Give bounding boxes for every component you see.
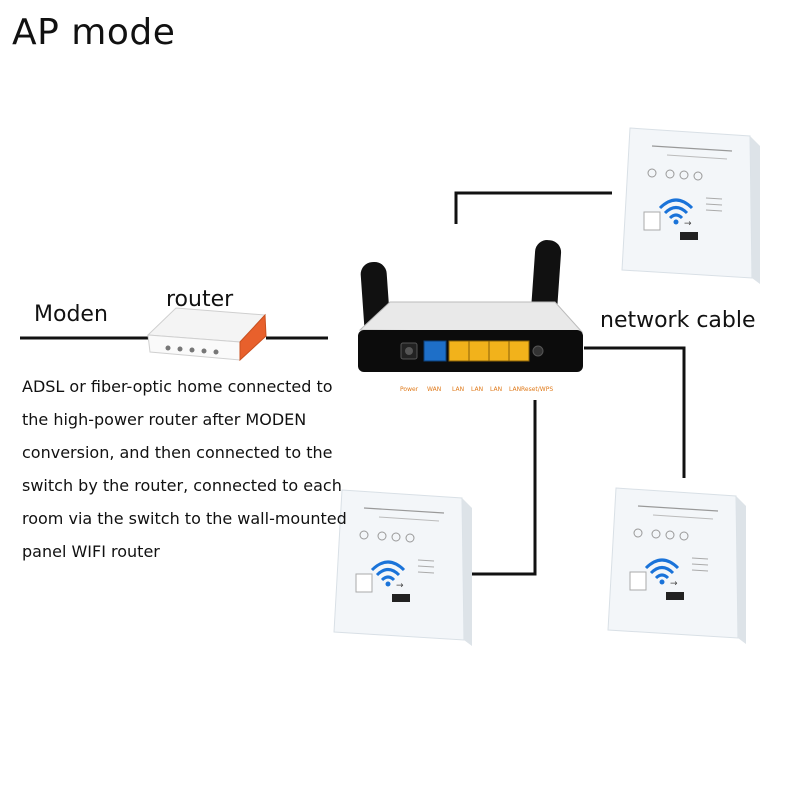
router-label: router: [166, 287, 234, 312]
description-line: ADSL or fiber-optic home connected to: [22, 377, 333, 396]
switch-port-labels: Power WAN LAN LAN LAN LAN Reset/WPS: [400, 386, 553, 393]
description-line: conversion, and then connected to the: [22, 443, 333, 462]
description-text: ADSL or fiber-optic home connected to th…: [22, 370, 347, 568]
port-label-wan: WAN: [427, 386, 441, 393]
page-title: AP mode: [12, 12, 176, 53]
router-device: [146, 307, 267, 362]
cable-to-right-panel: [584, 346, 686, 478]
wall-panel-top: [620, 126, 762, 286]
port-label-lan-1: LAN: [452, 386, 464, 393]
cable-to-top-panel: [454, 191, 612, 224]
switch-device: Power WAN LAN LAN LAN LAN Reset/WPS: [358, 240, 584, 393]
description-line: panel WIFI router: [22, 542, 160, 561]
cable-to-bottom-panel: [472, 400, 537, 576]
modem-label: Moden: [34, 302, 108, 327]
port-label-lan-3: LAN: [490, 386, 502, 393]
port-label-lan-2: LAN: [471, 386, 483, 393]
port-label-lan-4: LAN: [509, 386, 521, 393]
description-line: room via the switch to the wall-mounted: [22, 509, 347, 528]
port-label-power: Power: [400, 386, 419, 393]
description-line: the high-power router after MODEN: [22, 410, 307, 429]
description-line: switch by the router, connected to each: [22, 476, 342, 495]
network-cable-label: network cable: [600, 308, 756, 333]
wall-panel-right: [606, 486, 748, 646]
network-cables: [20, 191, 686, 576]
port-label-reset: Reset/WPS: [521, 386, 553, 393]
wall-panel-bottom: [332, 488, 474, 648]
